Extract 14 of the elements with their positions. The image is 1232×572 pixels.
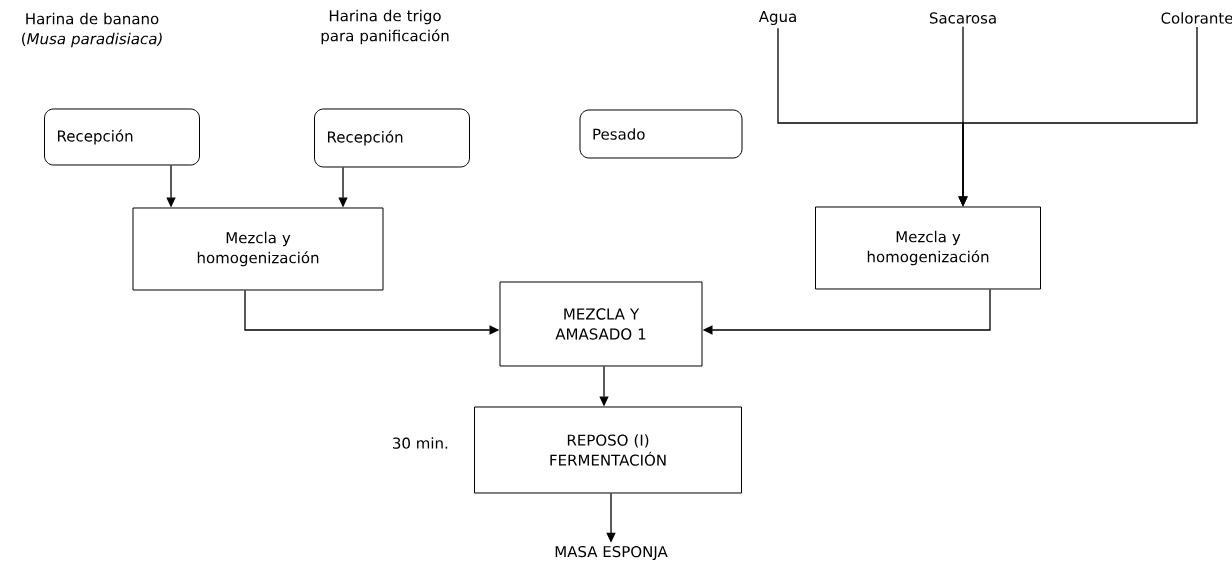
- process-box: MEZCLA Y AMASADO 1: [499, 281, 703, 367]
- ingredient-label: Harina de trigo para panificación: [321, 9, 449, 45]
- ingredient-label: Harina de banano (Musa paradisiaca): [22, 12, 162, 48]
- flow-text: MASA ESPONJA: [555, 545, 668, 561]
- process-box: Mezcla y homogenización: [132, 207, 384, 291]
- process-box: REPOSO (I) FERMENTACIÓN: [474, 406, 742, 494]
- process-box: Mezcla y homogenización: [815, 206, 1041, 290]
- flow-text: Agua: [758, 10, 796, 26]
- process-box: Pesado: [579, 109, 743, 159]
- process-box: Recepción: [44, 108, 200, 166]
- duration-label: 30 min.: [393, 437, 448, 449]
- process-box: Recepción: [314, 108, 470, 168]
- flow-text: Colorante: [1161, 12, 1232, 24]
- flow-text: Sacarosa: [929, 12, 996, 24]
